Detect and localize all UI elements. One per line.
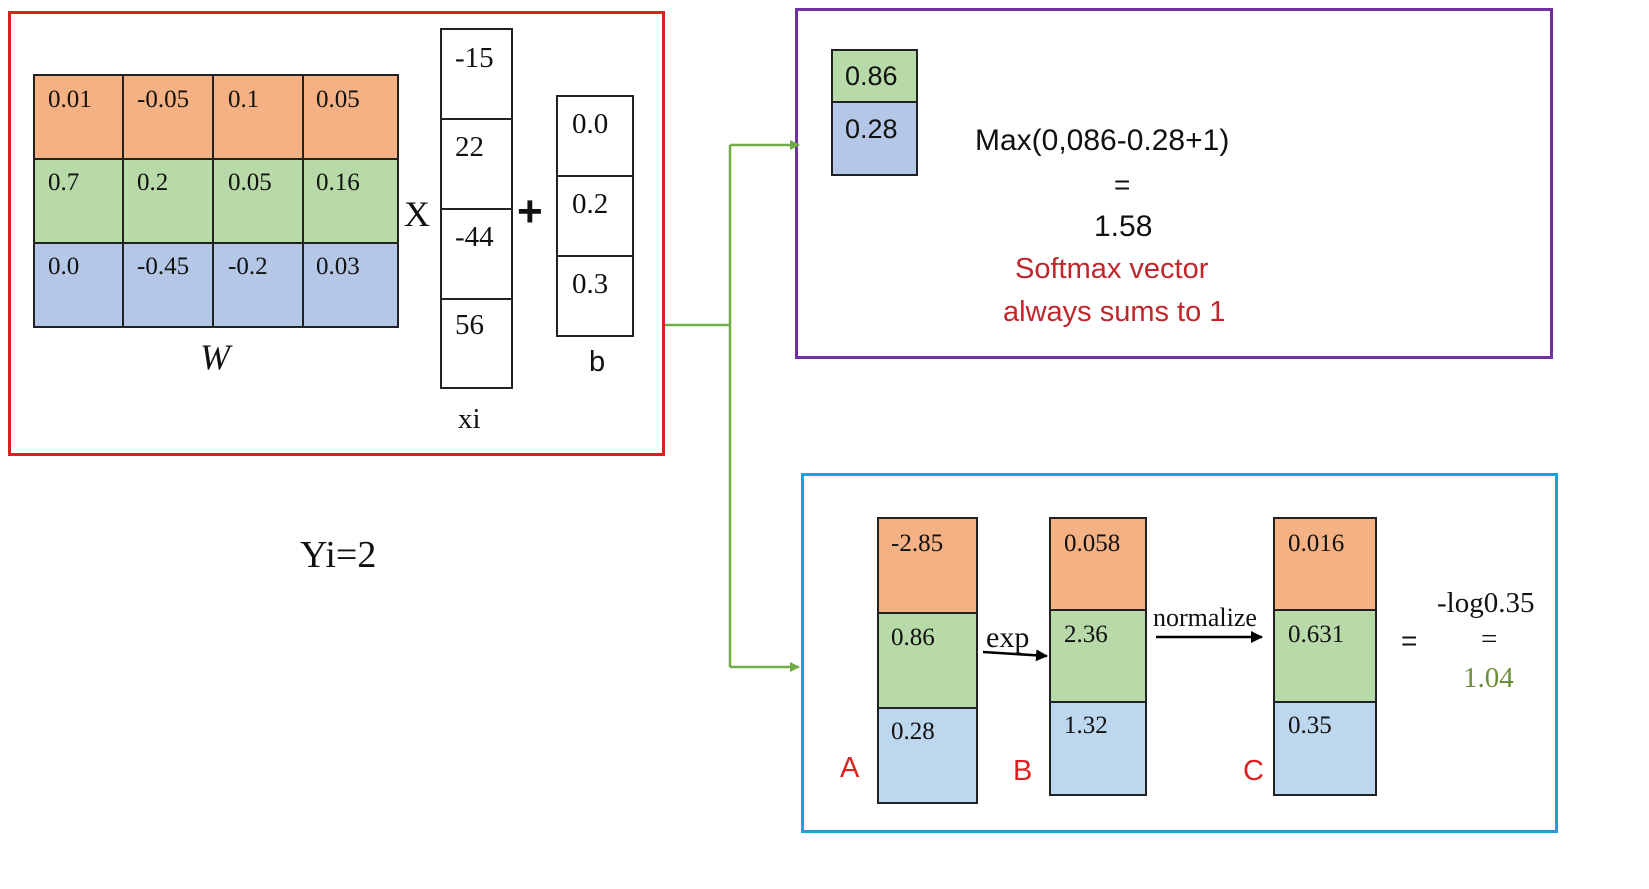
- weight-value: 0.05: [228, 169, 272, 196]
- softmax-prob-cell: [1273, 701, 1377, 796]
- softmax-score-cell: [877, 612, 978, 709]
- xi-value: 56: [455, 309, 484, 341]
- svm-note: Softmax vector: [1015, 253, 1209, 285]
- softmax-score-cell: [877, 707, 978, 804]
- xi-cell: [440, 208, 513, 300]
- bias-value: 0.3: [572, 268, 609, 300]
- svm-score-cell: [831, 49, 918, 103]
- normalize-label: normalize: [1153, 603, 1257, 632]
- weight-cell: [33, 74, 124, 160]
- svm-score-value: 0.28: [845, 114, 898, 144]
- weight-matrix-label: W: [200, 337, 230, 377]
- column-label-b: B: [1013, 755, 1033, 787]
- softmax-prob-value: 0.016: [1288, 530, 1345, 557]
- loss-equals: =: [1401, 625, 1418, 656]
- softmax-exp-value: 0.058: [1064, 530, 1121, 557]
- softmax-prob-cell: [1273, 517, 1377, 611]
- column-label-a: A: [840, 752, 860, 784]
- softmax-score-value: -2.85: [891, 530, 944, 557]
- weight-value: 0.05: [316, 86, 360, 113]
- bias-value: 0.2: [572, 188, 609, 220]
- bias-cell: [556, 175, 634, 257]
- softmax-exp-cell: [1049, 701, 1147, 796]
- weight-value: 0.16: [316, 169, 360, 196]
- weight-value: 0.7: [48, 169, 80, 196]
- softmax-exp-value: 1.32: [1064, 712, 1108, 739]
- weight-value: -0.45: [137, 253, 190, 280]
- plus-symbol: +: [517, 187, 543, 236]
- weight-cell: [122, 74, 214, 160]
- svm-score-cell: [831, 101, 918, 176]
- softmax-prob-value: 0.35: [1288, 712, 1332, 739]
- softmax-loss-frame: [801, 473, 1558, 833]
- xi-cell: [440, 298, 513, 389]
- weight-cell: [302, 158, 399, 244]
- xi-label: xi: [458, 403, 481, 435]
- svm-formula: Max(0,086-0.28+1): [975, 124, 1230, 157]
- svm-note: always sums to 1: [1003, 296, 1226, 328]
- score-function-frame: [8, 11, 665, 456]
- column-label-c: C: [1243, 755, 1264, 787]
- bias-label: b: [589, 346, 606, 378]
- softmax-prob-value: 0.631: [1288, 621, 1345, 648]
- weight-value: -0.05: [137, 86, 190, 113]
- xi-value: 22: [455, 131, 484, 163]
- weight-value: 0.03: [316, 253, 360, 280]
- weight-cell: [302, 74, 399, 160]
- xi-cell: [440, 118, 513, 210]
- xi-cell: [440, 28, 513, 120]
- target-class-label: Yi=2: [300, 534, 377, 576]
- weight-value: 0.1: [228, 86, 260, 113]
- softmax-score-value: 0.28: [891, 718, 935, 745]
- weight-cell: [212, 242, 304, 328]
- weight-cell: [122, 242, 214, 328]
- svm-result: 1.58: [1094, 210, 1153, 243]
- loss-value: 1.04: [1463, 662, 1514, 694]
- weight-cell: [302, 242, 399, 328]
- loss-expression-equals: =: [1481, 623, 1498, 655]
- weight-value: 0.01: [48, 86, 92, 113]
- bias-cell: [556, 95, 634, 177]
- softmax-exp-value: 2.36: [1064, 621, 1108, 648]
- weight-value: 0.2: [137, 169, 169, 196]
- exp-label: exp: [986, 621, 1030, 654]
- softmax-score-value: 0.86: [891, 624, 935, 651]
- loss-expression: -log0.35: [1437, 587, 1535, 619]
- multiply-symbol: X: [404, 194, 430, 234]
- xi-value: -44: [455, 221, 494, 253]
- bias-value: 0.0: [572, 108, 609, 140]
- bias-cell: [556, 255, 634, 337]
- weight-value: -0.2: [228, 253, 268, 280]
- xi-value: -15: [455, 42, 494, 74]
- softmax-exp-cell: [1049, 517, 1147, 611]
- svm-loss-frame: [795, 8, 1553, 359]
- svm-score-value: 0.86: [845, 61, 898, 91]
- svm-equals: =: [1114, 169, 1131, 200]
- weight-value: 0.0: [48, 253, 80, 280]
